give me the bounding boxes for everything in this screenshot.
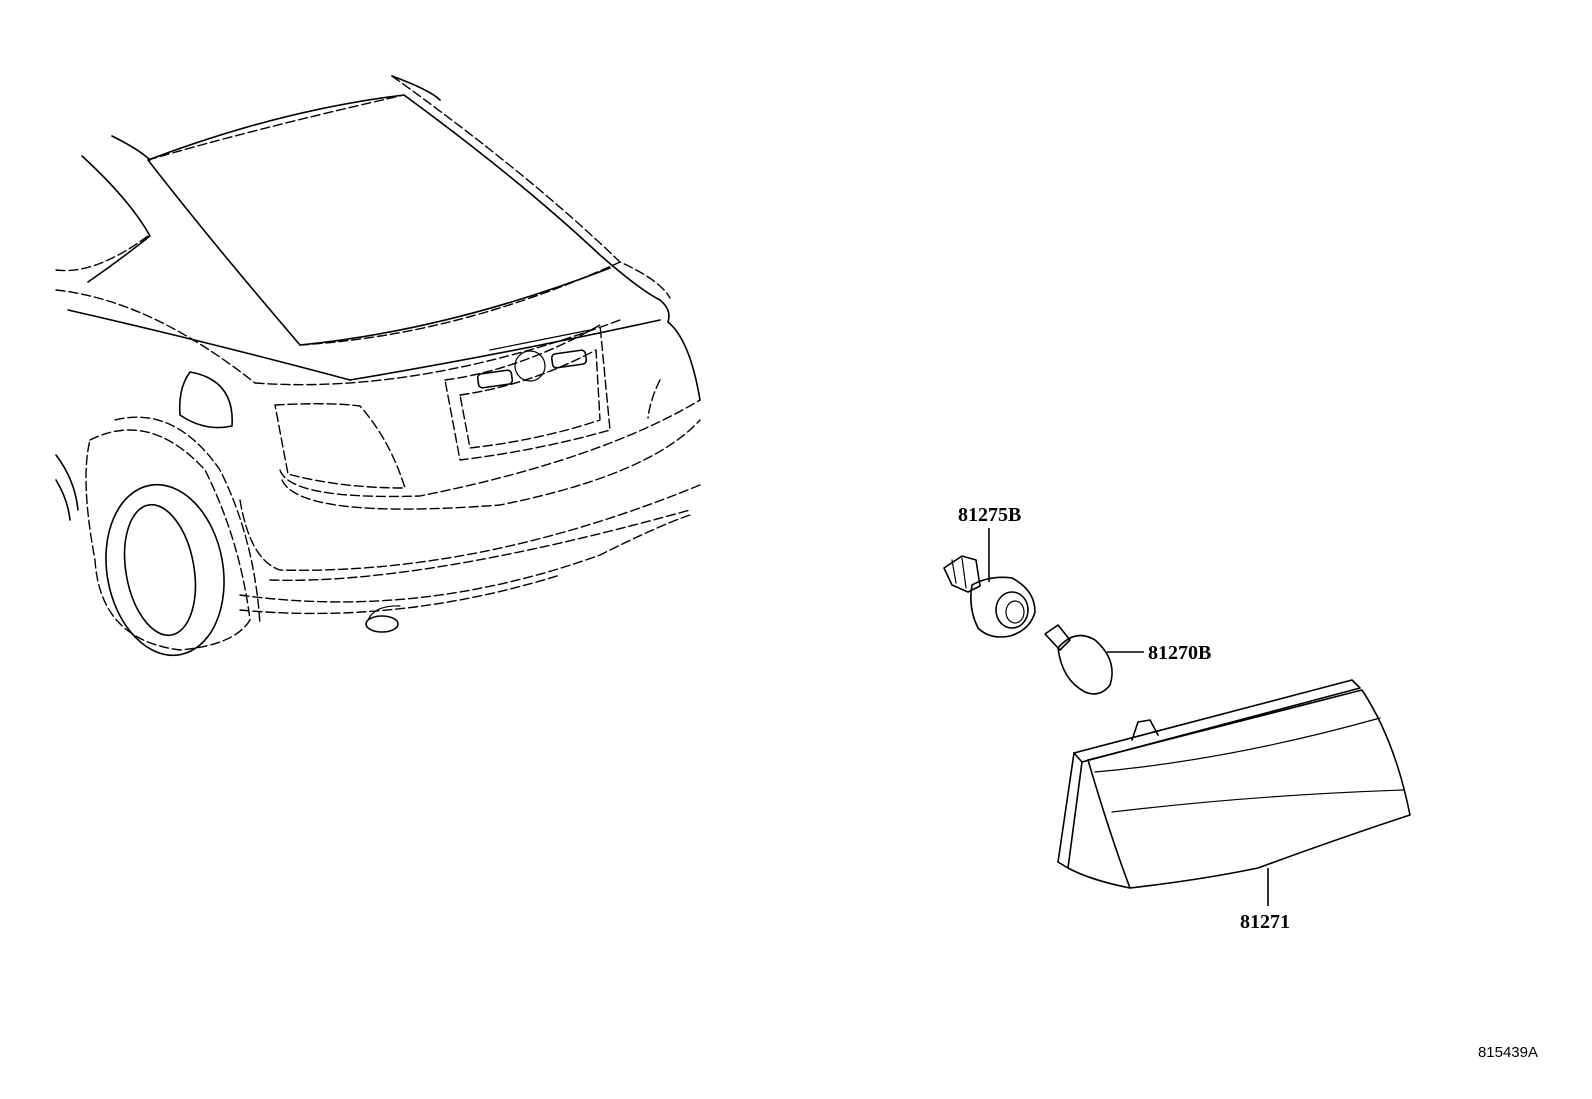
bulb-81270b [1044, 624, 1113, 695]
part-number-81270b: 81270B [1148, 642, 1211, 664]
socket-81275b [943, 555, 1036, 638]
vehicle-rear-illustration [55, 75, 701, 657]
lamp-assembly-81271 [1057, 679, 1411, 889]
diagram-reference-number: 815439A [1478, 1044, 1538, 1061]
part-number-81275b: 81275B [958, 504, 1021, 526]
part-number-81271: 81271 [1240, 911, 1290, 933]
